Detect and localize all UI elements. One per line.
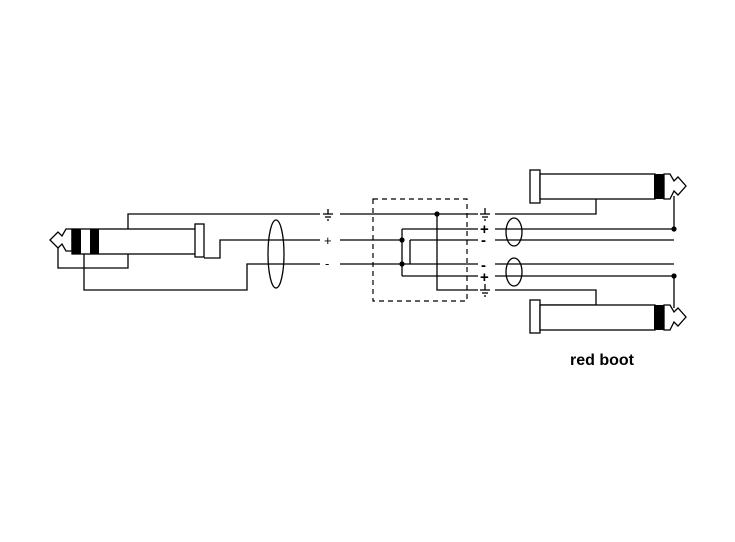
minus-label-right-top: - [481,232,486,249]
minus-label-left: - [325,256,329,271]
plug-top-barrel [539,173,656,200]
ts-jack-plug-top [529,169,687,229]
plug-bottom-band [654,305,664,330]
wire-minus-left [83,254,320,291]
branch-ground [436,214,478,291]
plus-label-right-top: + [480,221,489,238]
ts-jack-plug-bottom [529,276,687,334]
junction-bottom-right [671,273,677,279]
plug-bottom-barrel [539,304,656,331]
plug-band-1 [72,229,81,254]
minus-label-right-bottom: - [481,257,486,274]
ground-symbol-left [323,209,333,221]
junction-minus [399,261,405,267]
junction-ground [434,211,440,217]
plug-band-2 [90,229,99,254]
splitter-box [372,198,468,302]
wire-ground-top-out [495,197,597,215]
wire-ground-bottom-out [495,289,597,306]
ground-symbol-right-top [480,208,490,221]
plug-bottom-tip [663,304,687,331]
junction-plus [399,237,405,243]
plus-label-left: + [324,233,332,248]
plug-top-tip [663,173,687,200]
plus-label-right-bottom: + [480,269,489,286]
wire-ground-left [127,213,320,229]
cable-sheath-right-top [505,217,523,247]
plug-top-band [654,174,664,199]
plug-top-strain-relief [529,169,541,204]
ground-symbol-right-bottom [480,284,490,297]
wire-plus-left [204,239,320,259]
plug-loop-wire [57,248,129,269]
plug-tip [49,228,73,252]
cable-sheath-right-bottom [505,257,523,287]
cable-sheath-left [267,219,285,289]
trs-jack-plug [49,223,205,269]
plug-bottom-strain-relief [529,299,541,334]
red-boot-caption: red boot [570,352,635,369]
junction-top-right [671,226,677,232]
plug-strain-relief [194,223,205,258]
